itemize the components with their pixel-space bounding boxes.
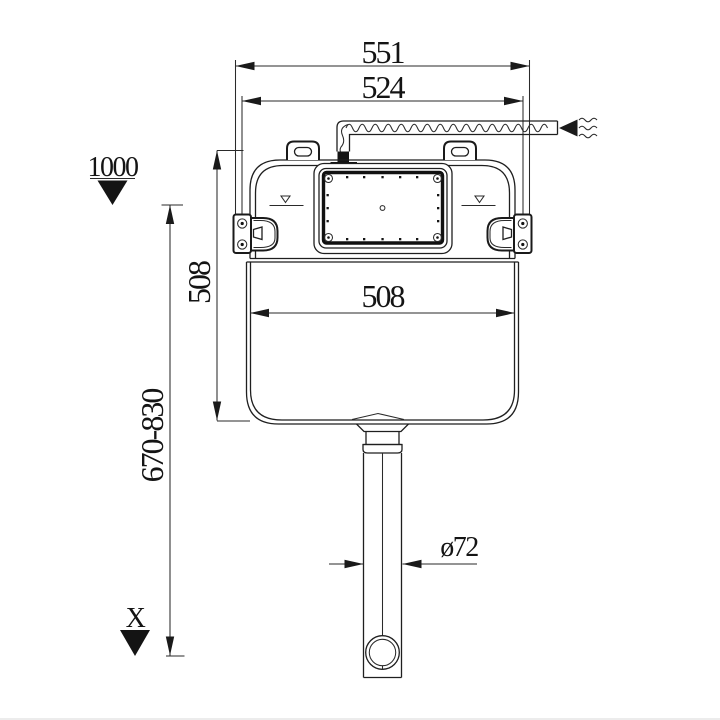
- dim-tank-width-label: 508: [362, 278, 405, 314]
- access-panel: [313, 162, 453, 255]
- dim-mounting-width-label: 524: [362, 69, 406, 105]
- flush-plate-frame: [321, 170, 445, 245]
- tab-slot: [450, 146, 470, 157]
- hose-wave: [345, 123, 548, 133]
- dimension-tank-width: 508: [250, 278, 515, 318]
- dim-install-height-label: 670-830: [134, 389, 170, 483]
- outlet-fitting: [356, 423, 409, 454]
- floor-level-label: X: [126, 603, 146, 634]
- pipe-outlet-opening: [365, 635, 400, 670]
- floor-level-marker: X: [120, 603, 150, 656]
- dim-outlet-diameter-label: ø72: [440, 532, 478, 563]
- bracket-clip: [502, 226, 513, 241]
- upper-level-marker: 1000: [88, 152, 140, 205]
- dimension-install-height: 670-830: [134, 204, 185, 657]
- dimension-tank-height: 508: [181, 149, 250, 422]
- extension-rails: [234, 60, 531, 215]
- dimension-overall-width: 551: [235, 34, 530, 71]
- mounting-tab-right: [443, 140, 477, 160]
- tank-body: [245, 261, 520, 425]
- panel-corner-screws: [323, 173, 443, 243]
- mounting-tab-left: [286, 140, 320, 160]
- inlet-fitting: [337, 151, 349, 163]
- water-flow-icon: [578, 117, 598, 139]
- wall-bracket-right: [486, 213, 533, 254]
- elevation-marker-icon: [97, 180, 128, 205]
- floor-marker-icon: [120, 630, 150, 656]
- dim-overall-width-label: 551: [362, 34, 405, 70]
- water-level-mark-left: [269, 195, 304, 207]
- flow-arrow-icon: [559, 119, 578, 137]
- panel-edge-ticks: [326, 176, 440, 241]
- drain-pipe: [362, 453, 403, 679]
- dim-tank-height-label: 508: [181, 261, 217, 304]
- bracket-clip: [252, 226, 263, 241]
- panel-center-hole: [379, 205, 386, 211]
- wall-bracket-left: [232, 213, 279, 254]
- upper-level-label: 1000: [88, 152, 139, 183]
- dimension-outlet-diameter: ø72: [329, 532, 480, 569]
- bracket-plate: [513, 213, 533, 254]
- bracket-plate: [232, 213, 252, 254]
- tab-slot: [293, 146, 313, 157]
- dimension-mounting-width: 524: [242, 69, 523, 106]
- water-level-icon: [473, 195, 486, 204]
- water-level-mark-right: [461, 195, 496, 207]
- water-level-icon: [279, 195, 292, 204]
